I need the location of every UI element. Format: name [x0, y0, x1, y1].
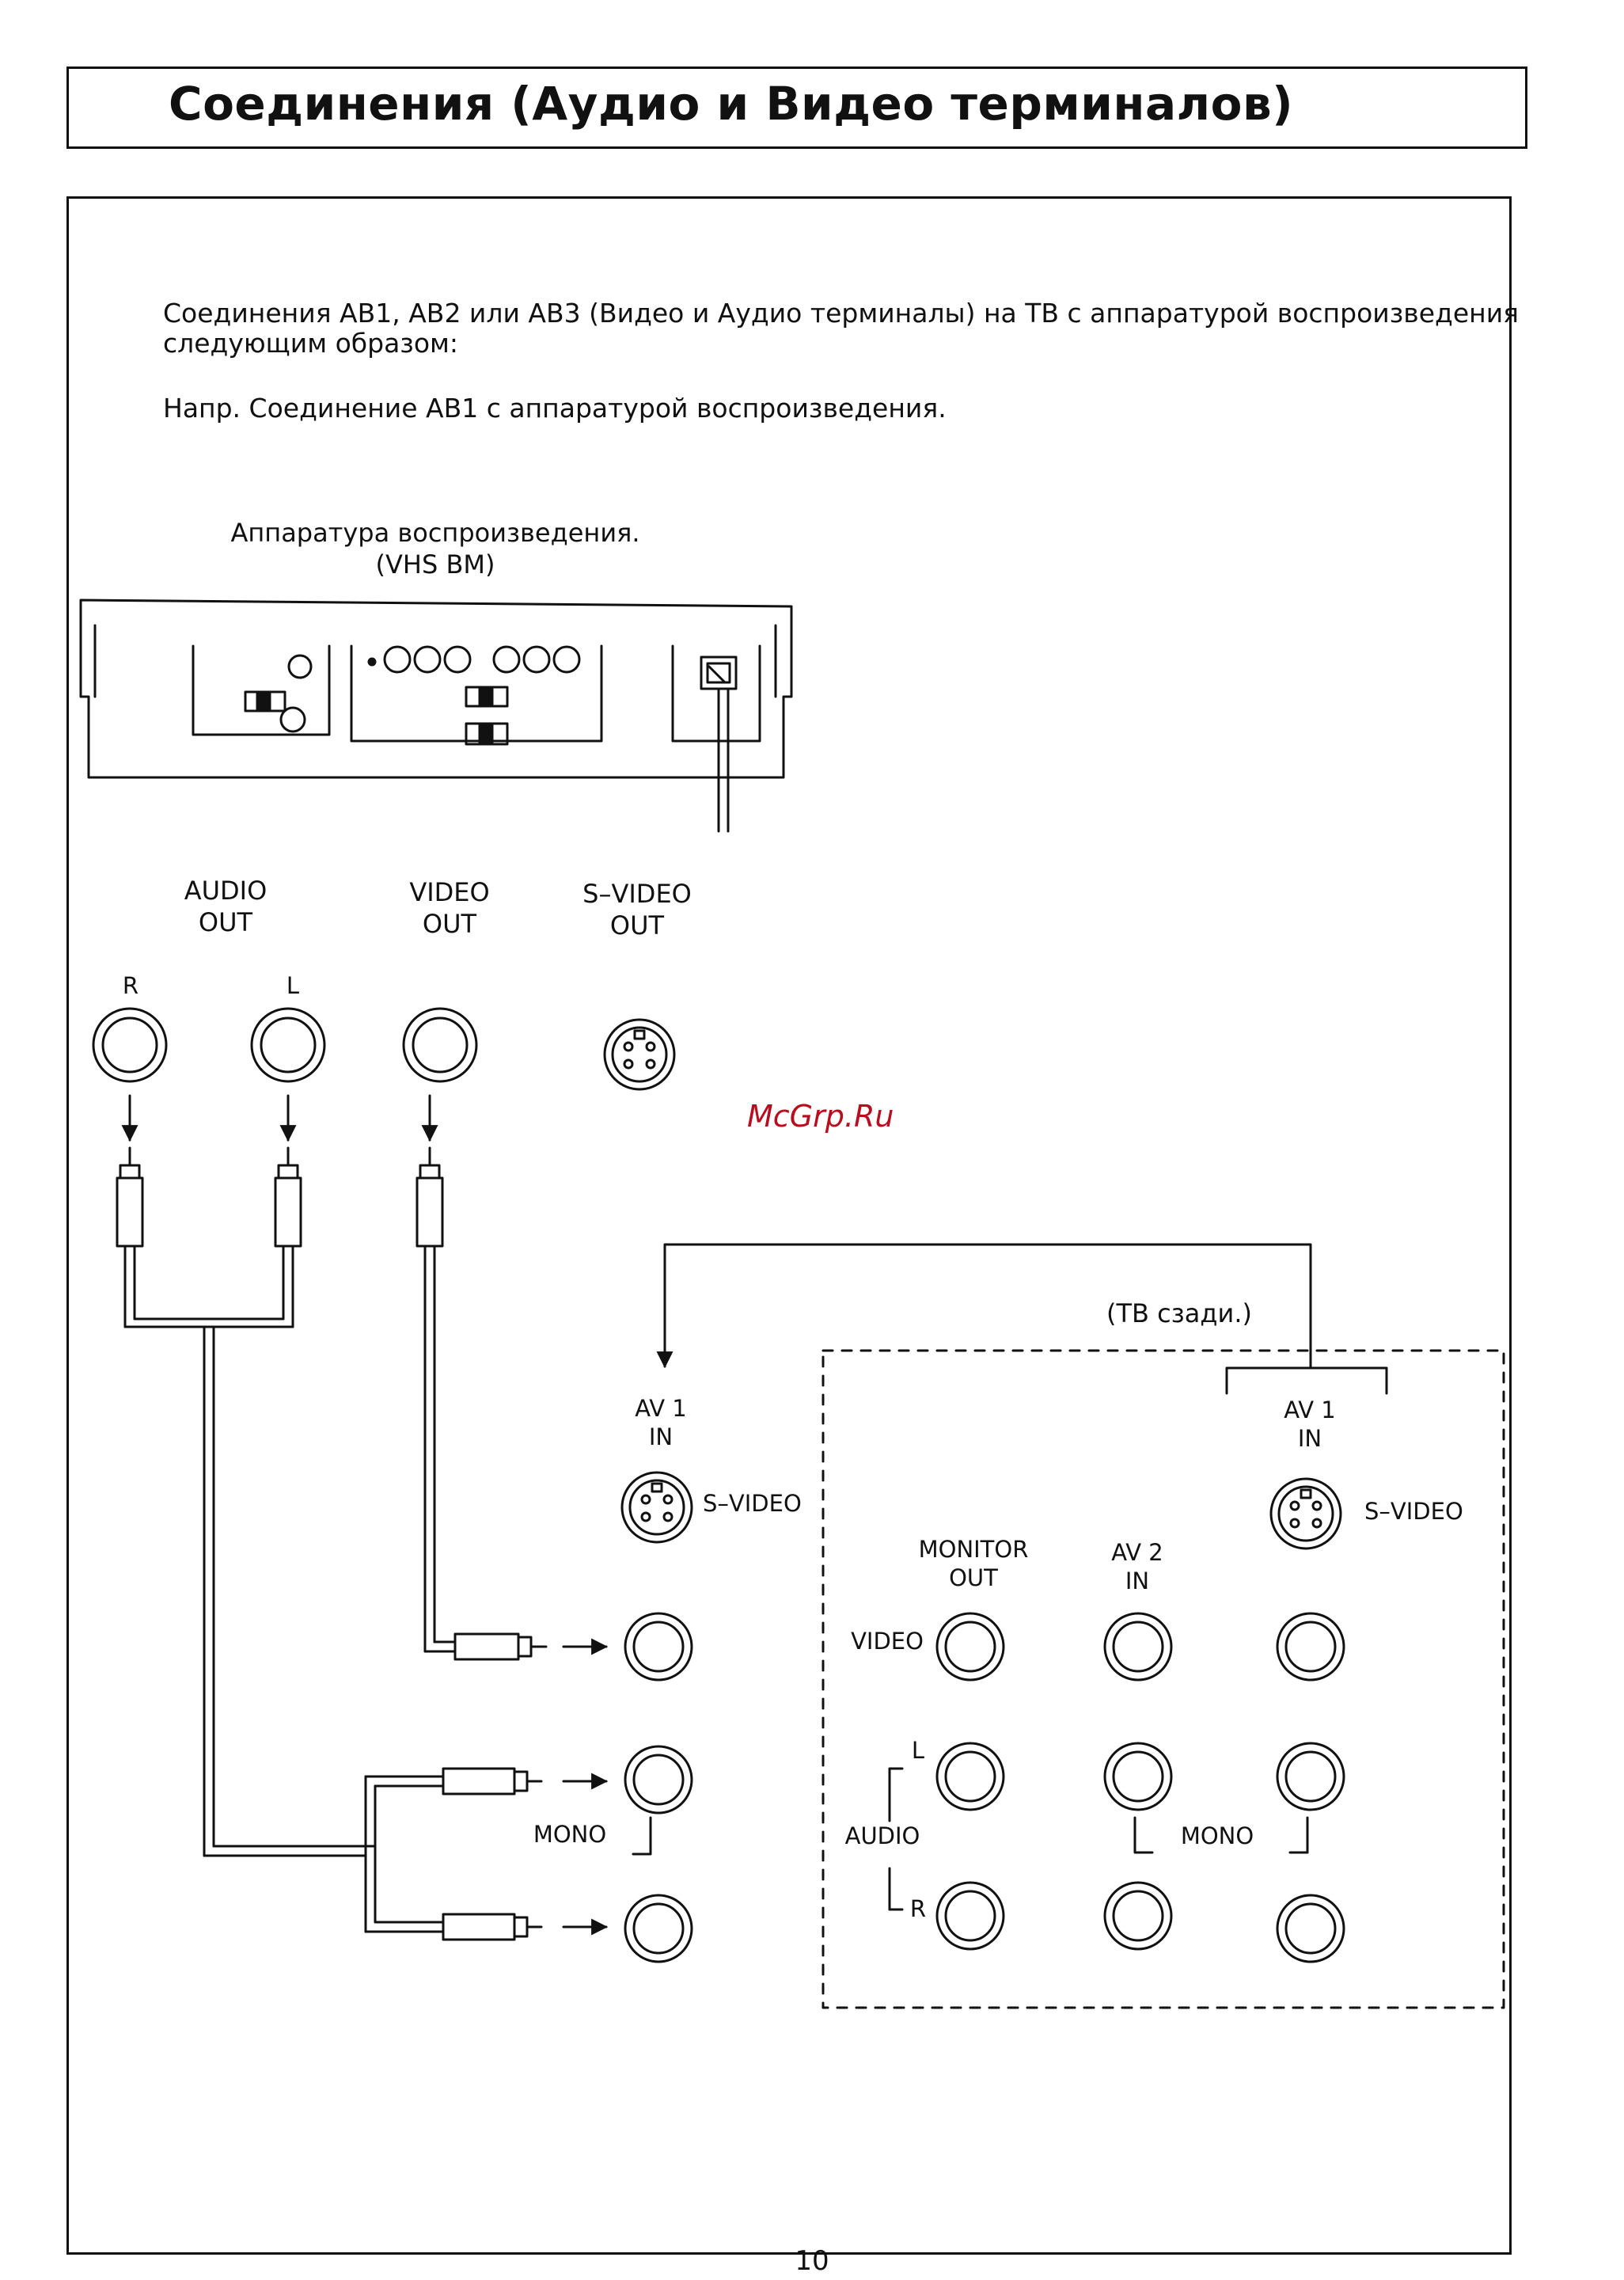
intro-line-1: Соединения AB1, AB2 или AB3 (Видео и Ауд…	[163, 298, 1520, 329]
device-label-line-2: (VHS BM)	[375, 549, 495, 580]
monitor-out-label-1: MONITOR	[918, 1536, 1029, 1563]
vcr-audio-l-jack	[250, 1007, 326, 1083]
tv-audio-l-label: L	[911, 1737, 925, 1764]
mono-bracket-av2	[1133, 1816, 1154, 1854]
vcr-video-jack	[402, 1007, 478, 1083]
svideo-out-label-1: S–VIDEO	[582, 879, 692, 909]
tv-back-label: (ТВ сзади.)	[1106, 1298, 1252, 1328]
av1-left-audio-r-jack	[624, 1894, 693, 1963]
mono-left-label: MONO	[533, 1821, 607, 1848]
monitor-out-audio-l-jack	[935, 1742, 1005, 1811]
tv-audio-r-label: R	[909, 1895, 927, 1922]
av1-in-right-label-1: AV 1	[1284, 1396, 1336, 1423]
av2-in-video-jack	[1103, 1612, 1173, 1682]
av2-in-audio-l-jack	[1103, 1742, 1173, 1811]
monitor-out-video-jack	[935, 1612, 1005, 1682]
video-out-label-2: OUT	[422, 909, 477, 939]
svideo-cable	[663, 1243, 1312, 1357]
title-box: Соединения (Аудио и Видео терминалов)	[66, 66, 1527, 149]
audio-cable	[123, 1317, 445, 1933]
av1-in-right-label-2: IN	[1297, 1425, 1322, 1452]
audio-brace-top	[888, 1767, 904, 1822]
video-out-label-1: VIDEO	[409, 877, 490, 907]
audio-out-label-1: AUDIO	[184, 876, 268, 906]
content-frame	[66, 196, 1512, 2255]
tv-back-panel	[821, 1349, 1505, 2009]
av1-right-svideo-jack	[1269, 1477, 1342, 1550]
vcr-l-label: L	[286, 972, 300, 999]
page-number: 10	[795, 2245, 829, 2277]
tv-video-label: VIDEO	[851, 1628, 924, 1655]
video-cable	[423, 1640, 457, 1653]
monitor-out-label-2: OUT	[949, 1564, 998, 1591]
svideo-left-label: S–VIDEO	[703, 1490, 802, 1517]
intro-example: Напр. Соединение AB1 с аппаратурой воспр…	[163, 393, 947, 424]
av1-in-left-label-2: IN	[648, 1423, 674, 1450]
rca-plug-audio-l	[274, 1146, 302, 1328]
monitor-out-audio-r-jack	[935, 1881, 1005, 1951]
av1-left-video-jack	[624, 1612, 693, 1682]
page-title: Соединения (Аудио и Видео терминалов)	[169, 77, 1294, 131]
av2-in-label-1: AV 2	[1111, 1539, 1163, 1566]
rca-plug-video	[415, 1146, 444, 1653]
audio-brace-bottom	[888, 1867, 904, 1911]
rca-plug-audio-r	[116, 1146, 144, 1328]
av1-right-audio-r-jack	[1276, 1894, 1345, 1963]
tv-audio-label: AUDIO	[844, 1822, 920, 1849]
av2-in-label-2: IN	[1125, 1568, 1150, 1594]
vcr-audio-r-jack	[92, 1007, 168, 1083]
av1-right-video-jack	[1276, 1612, 1345, 1682]
vcr-r-label: R	[122, 972, 139, 999]
audio-out-label-2: OUT	[198, 907, 253, 937]
rca-plug-audio-l-horizontal	[442, 1767, 543, 1796]
device-label-line-1: Аппаратура воспроизведения.	[230, 518, 640, 548]
watermark: McGrp.Ru	[747, 1099, 894, 1134]
av1-right-audio-l-jack	[1276, 1742, 1345, 1811]
mono-left-bracket	[632, 1816, 652, 1856]
av1-left-svideo-jack	[620, 1471, 693, 1544]
mono-bracket-av1	[1288, 1816, 1309, 1854]
svideo-out-label-2: OUT	[609, 910, 665, 940]
rca-plug-audio-r-horizontal	[442, 1913, 543, 1941]
rca-plug-video-horizontal	[453, 1632, 548, 1661]
svideo-right-label: S–VIDEO	[1364, 1498, 1463, 1525]
tv-svideo-bracket	[1225, 1366, 1388, 1395]
vcr-svideo-jack	[603, 1018, 676, 1091]
mono-right-label: MONO	[1180, 1822, 1254, 1849]
av2-in-audio-r-jack	[1103, 1881, 1173, 1951]
av1-left-audio-l-jack	[624, 1745, 693, 1814]
av1-in-left-label-1: AV 1	[635, 1395, 687, 1422]
vcr-rear-panel	[79, 598, 793, 833]
intro-line-2: следующим образом:	[163, 328, 459, 359]
